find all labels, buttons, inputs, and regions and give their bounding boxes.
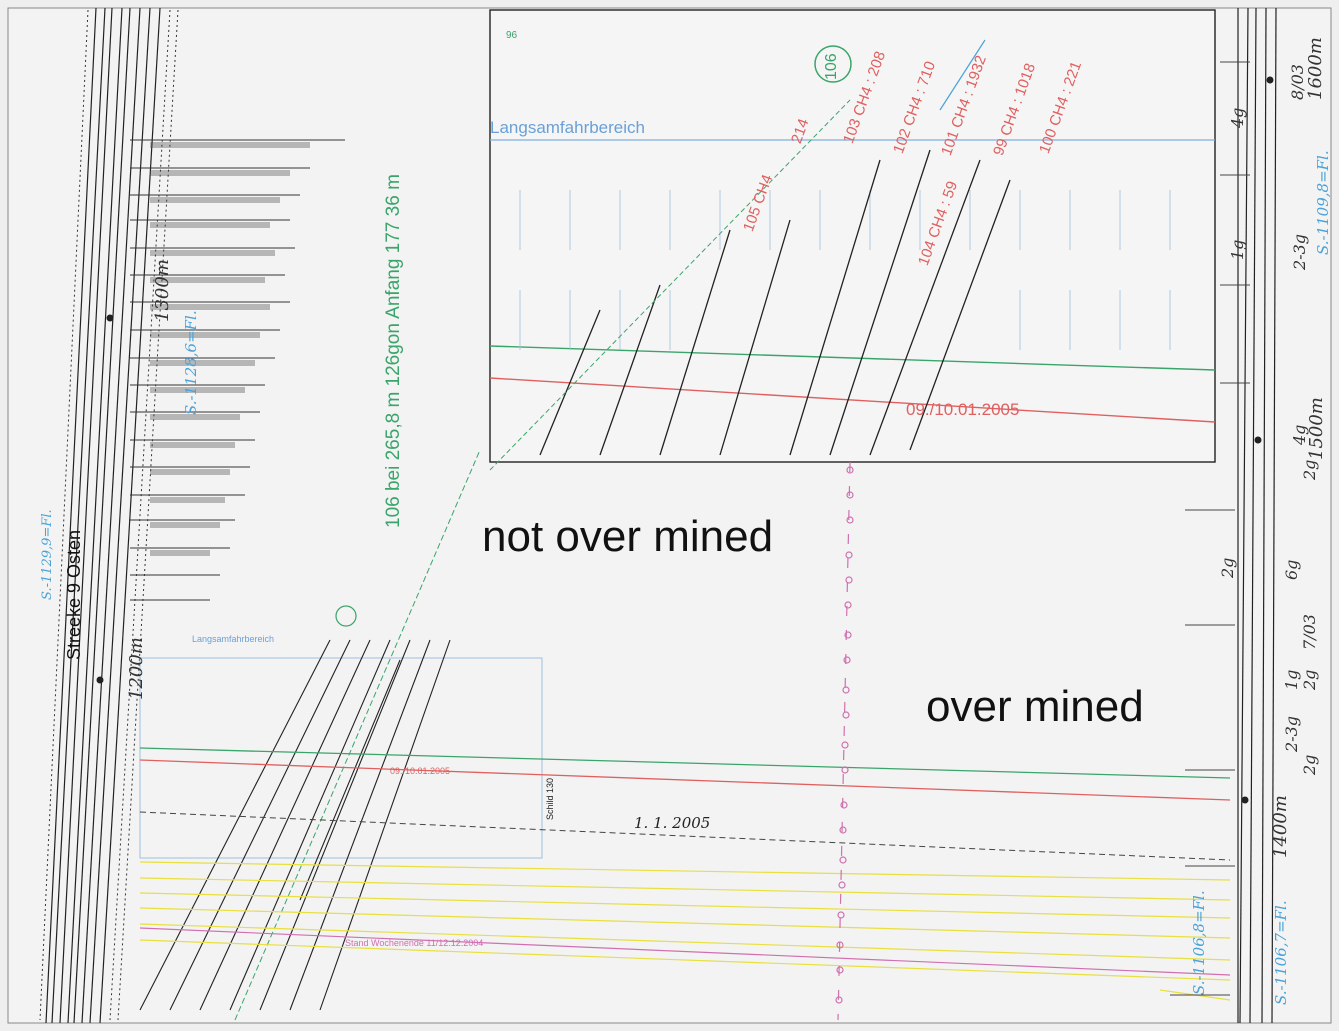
slow-zone-label-small: Langsamfahrbereich xyxy=(192,634,275,644)
left-s-label: S.-1129,9=Fl. xyxy=(40,509,55,600)
g-mark-0: 4g xyxy=(1228,107,1247,128)
left-measurement-rows xyxy=(130,139,345,601)
marker-106: 106 xyxy=(823,53,840,80)
right-roadway-lines xyxy=(1237,7,1277,1024)
annotation-over-mined: over mined xyxy=(926,682,1144,731)
g-mark-10: 2-3g xyxy=(1282,715,1301,752)
shield-label: Schild 130 xyxy=(545,777,555,820)
g-mark-8: 1g xyxy=(1282,669,1301,690)
right-survey-points xyxy=(1241,76,1274,804)
pink-boundary xyxy=(835,461,854,1021)
slow-zone-label: Langsamfahrbereich xyxy=(490,118,645,137)
left-survey-points xyxy=(96,314,114,684)
g-mark-3: 4g xyxy=(1290,424,1309,445)
right-s-low: S.-1106,8=Fl. xyxy=(1190,890,1208,995)
date-red-label-small: 09./10.01.2005 xyxy=(390,766,451,776)
right-s-top: S.-1109,8=Fl. xyxy=(1314,150,1332,255)
right-code-8-03: 8/03 xyxy=(1288,64,1307,100)
num-96-label: 96 xyxy=(506,30,518,41)
left-s-label-2: S.-1128,6=Fl. xyxy=(182,310,200,415)
g-mark-6: 6g xyxy=(1282,559,1301,580)
inset-detail xyxy=(489,9,1216,471)
date-black-label: 1. 1. 2005 xyxy=(634,814,711,832)
right-dist-1600: 1600m xyxy=(1305,37,1326,100)
g-mark-7: 7/03 xyxy=(1300,614,1319,650)
g-mark-11: 2g xyxy=(1300,754,1319,775)
route-label: Streeke 9 Osten xyxy=(64,529,84,660)
lower-inset xyxy=(139,449,543,1021)
horizon-lines xyxy=(139,747,1231,1001)
right-dist-1500: 1500m xyxy=(1306,397,1327,460)
right-dist-1400: 1400m xyxy=(1270,795,1291,858)
g-mark-2: 2-3g xyxy=(1290,233,1309,270)
left-dist-1300: 1300m xyxy=(152,259,173,322)
left-roadway-lines xyxy=(45,7,161,1024)
left-measurement-dots xyxy=(150,142,310,556)
g-mark-4: 2g xyxy=(1300,459,1319,480)
date-red-label: 09./10.01.2005 xyxy=(906,400,1020,419)
annotation-not-over-mined: not over mined xyxy=(482,512,774,561)
right-s-bottom: S.-1106,7=Fl. xyxy=(1272,900,1290,1005)
right-ticks xyxy=(1170,61,1250,996)
g-mark-5: 2g xyxy=(1218,557,1237,578)
weekend-label: Stand Wochenende 11/12.12.2004 xyxy=(345,938,484,948)
left-roadway-ticks xyxy=(39,9,179,1021)
g-mark-9: 2g xyxy=(1300,669,1319,690)
left-dist-1200: 1200m xyxy=(126,637,147,700)
g-mark-1: 1g xyxy=(1228,239,1247,260)
green-header-text: 106 bei 265,8 m 126gon Anfang 177 36 m xyxy=(383,174,404,528)
